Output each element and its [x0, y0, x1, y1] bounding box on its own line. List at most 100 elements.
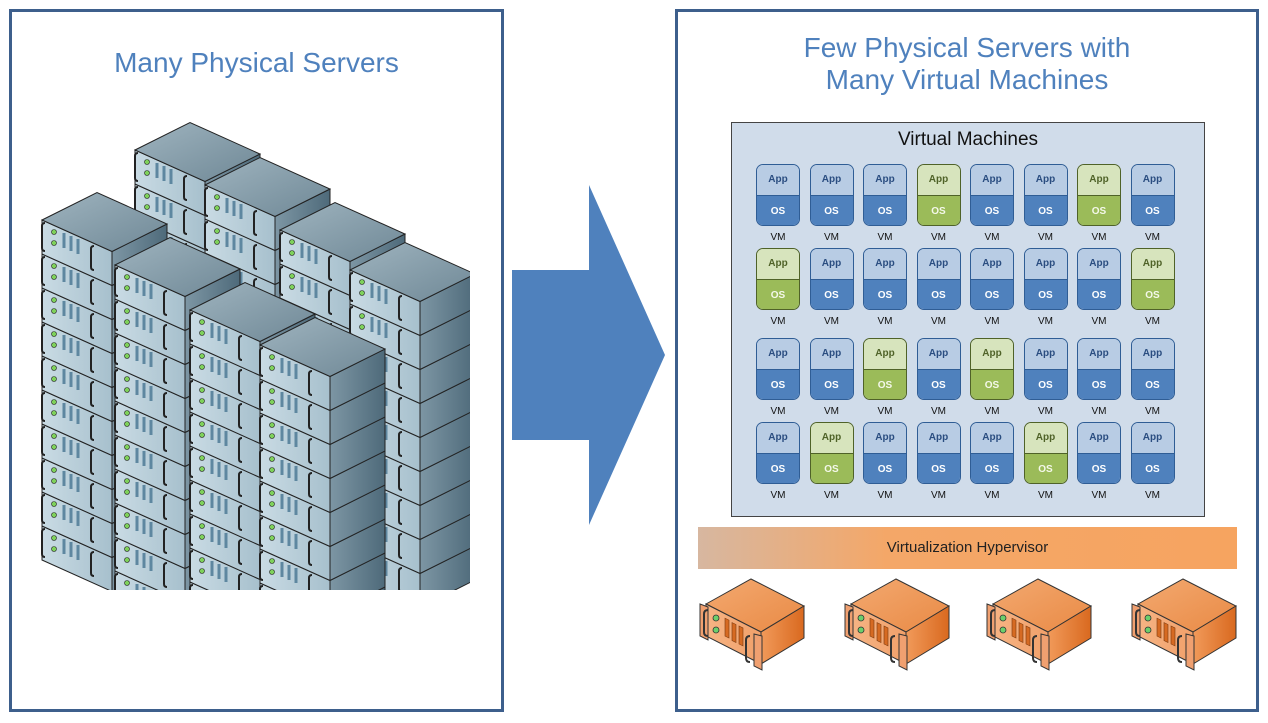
vm-app-layer: App	[757, 339, 799, 370]
vm-app-layer: App	[971, 339, 1013, 370]
vm-os-layer: OS	[1078, 454, 1120, 483]
panel-title: Many Physical Servers	[114, 47, 399, 78]
orange-server-icon	[1131, 578, 1238, 671]
vm-label: VM	[1091, 406, 1107, 417]
vm-app-layer: App	[917, 423, 960, 454]
rack-server-unit	[349, 269, 470, 337]
server-column	[258, 316, 387, 590]
virtualized-servers-panel: Few Physical Servers with Many Virtual M…	[675, 9, 1259, 712]
vm-os-layer: OS	[917, 454, 960, 483]
vm-label: VM	[984, 316, 1000, 327]
vm-app-layer: App	[1078, 423, 1120, 454]
vm-label: VM	[877, 232, 893, 243]
vm-app-layer: App	[1131, 165, 1174, 196]
vm-os-layer: OS	[864, 196, 906, 225]
panel-title: Few Physical Servers with Many Virtual M…	[803, 32, 1131, 95]
vm-app-layer: App	[1024, 423, 1067, 454]
vm-label: VM	[877, 406, 893, 417]
vm-app-layer: App	[864, 423, 906, 454]
vm-label: VM	[770, 490, 786, 501]
vm-os-layer: OS	[1024, 454, 1067, 483]
vm-app-layer: App	[917, 165, 960, 196]
vm-label: VM	[984, 232, 1000, 243]
vm-os-layer: OS	[917, 280, 960, 309]
vm-os-layer: OS	[757, 454, 799, 483]
vm-label: VM	[824, 406, 839, 417]
vm-label: VM	[1091, 490, 1107, 501]
vm-app-layer: App	[917, 339, 960, 370]
orange-server-icon	[986, 578, 1093, 671]
vm-os-layer: OS	[810, 454, 853, 483]
vm-os-layer: OS	[1024, 370, 1067, 399]
vm-box-title: Virtual Machines	[897, 129, 1039, 150]
vm-app-layer: App	[1078, 165, 1120, 196]
vm-label: VM	[984, 490, 1000, 501]
vm-app-layer: App	[810, 249, 853, 280]
vm-os-layer: OS	[971, 370, 1013, 399]
vm-label: VM	[1145, 406, 1160, 417]
vm-os-layer: OS	[864, 370, 906, 399]
vm-app-layer: App	[810, 423, 853, 454]
vm-app-layer: App	[1131, 249, 1174, 280]
vm-os-layer: OS	[810, 280, 853, 309]
vm-app-layer: App	[810, 165, 853, 196]
vm-os-layer: OS	[971, 280, 1013, 309]
orange-server-icon	[699, 578, 806, 671]
vm-app-layer: App	[1024, 339, 1067, 370]
vm-label: VM	[1038, 316, 1053, 327]
vm-label: VM	[877, 490, 893, 501]
vm-os-layer: OS	[1131, 280, 1174, 309]
vm-label: VM	[877, 316, 893, 327]
vm-app-layer: App	[1024, 165, 1067, 196]
vm-app-layer: App	[864, 249, 906, 280]
vm-label: VM	[770, 406, 786, 417]
vm-app-layer: App	[1024, 249, 1067, 280]
vm-os-layer: OS	[1131, 370, 1174, 399]
vm-label: VM	[1145, 232, 1160, 243]
vm-os-layer: OS	[1024, 280, 1067, 309]
vm-label: VM	[770, 316, 786, 327]
right-arrow-icon	[512, 185, 665, 525]
vm-label: VM	[1038, 232, 1053, 243]
vm-label: VM	[931, 490, 946, 501]
rack-server-unit	[259, 480, 386, 548]
vm-label: VM	[931, 232, 946, 243]
vm-label: VM	[824, 490, 839, 501]
vm-os-layer: OS	[757, 196, 799, 225]
vm-label: VM	[1038, 490, 1053, 501]
vm-label: VM	[1145, 316, 1160, 327]
vm-app-layer: App	[864, 339, 906, 370]
vm-app-layer: App	[864, 165, 906, 196]
vm-os-layer: OS	[917, 196, 960, 225]
